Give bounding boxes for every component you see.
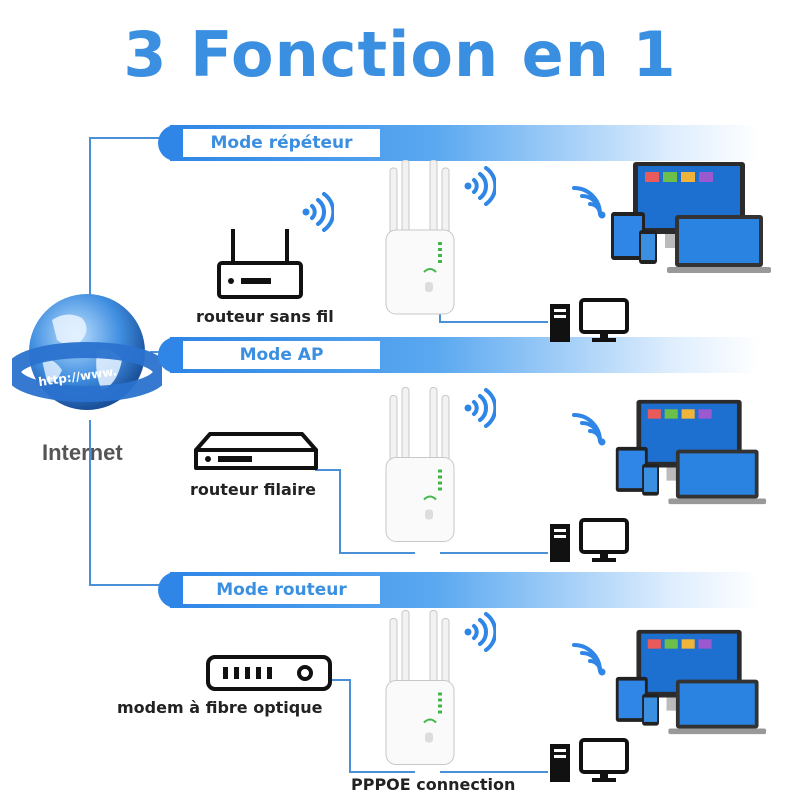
mode-label-repeater: Mode répéteur bbox=[183, 129, 380, 157]
client-devices-1 bbox=[611, 162, 771, 273]
client-devices-3 bbox=[615, 629, 767, 735]
wireless-router-icon bbox=[217, 229, 303, 299]
repeater-device-1 bbox=[385, 160, 455, 315]
device-label-fiber-modem: modem à fibre optique bbox=[117, 698, 323, 717]
mode-label-router: Mode routeur bbox=[183, 576, 380, 604]
globe-icon: http://www. bbox=[12, 294, 162, 410]
desktop-pc-icon bbox=[550, 518, 629, 562]
repeater-device-3 bbox=[385, 610, 455, 765]
internet-label: Internet bbox=[42, 440, 123, 465]
device-label-wireless-router: routeur sans fil bbox=[196, 307, 334, 326]
fiber-modem-icon bbox=[206, 655, 332, 691]
client-devices-2 bbox=[615, 399, 767, 505]
desktop-pc-icon bbox=[550, 738, 629, 782]
wifi-signal-icon bbox=[464, 166, 496, 206]
wired-router-icon bbox=[194, 432, 318, 470]
mode-label-ap: Mode AP bbox=[183, 341, 380, 369]
wifi-signal-icon bbox=[464, 612, 496, 652]
wifi-signal-icon bbox=[464, 388, 496, 428]
wifi-signal-icon bbox=[302, 192, 334, 232]
device-label-wired-router: routeur filaire bbox=[190, 480, 316, 499]
repeater-device-2 bbox=[385, 387, 455, 542]
page-title: 3 Fonction en 1 bbox=[123, 18, 677, 91]
pppoe-connection-label: PPPOE connection bbox=[351, 775, 516, 794]
desktop-pc-icon bbox=[550, 298, 629, 342]
wifi-receive-icon bbox=[572, 186, 606, 219]
wifi-receive-icon bbox=[572, 643, 606, 676]
wifi-receive-icon bbox=[572, 413, 606, 446]
